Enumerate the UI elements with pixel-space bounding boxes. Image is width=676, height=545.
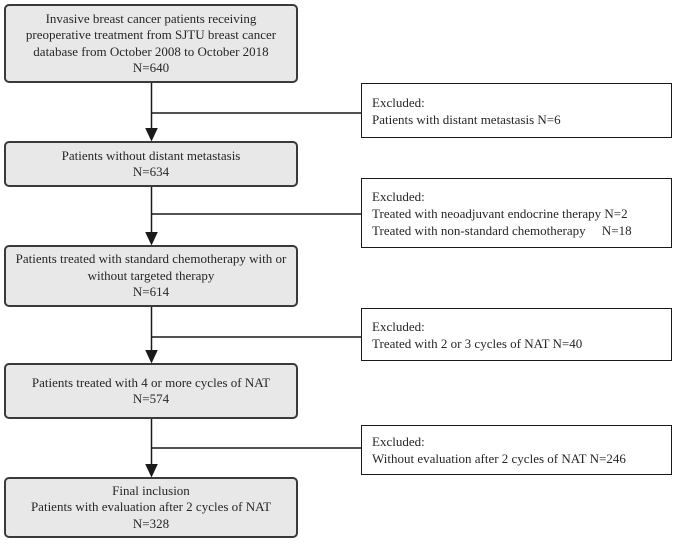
flow-box-standard-chemotherapy: Patients treated with standard chemother… bbox=[4, 245, 298, 307]
flow-box-four-or-more-cycles: Patients treated with 4 or more cycles o… bbox=[4, 363, 298, 419]
box-text: Patients treated with 4 or more cycles o… bbox=[31, 374, 271, 407]
flow-box-source-population: Invasive breast cancer patients receivin… bbox=[4, 4, 298, 83]
box-text: Invasive breast cancer patients receivin… bbox=[25, 10, 277, 76]
excluded-box-no-evaluation: Excluded: Without evaluation after 2 cyc… bbox=[361, 425, 672, 475]
arrow-down-icon bbox=[145, 128, 158, 142]
box-text: Final inclusion Patients with evaluation… bbox=[30, 482, 272, 531]
flow-box-final-inclusion: Final inclusion Patients with evaluation… bbox=[4, 477, 298, 538]
box-text: Excluded: Without evaluation after 2 cyc… bbox=[372, 434, 626, 466]
box-text: Patients without distant metastasis N=63… bbox=[61, 147, 241, 180]
arrow-down-icon bbox=[145, 232, 158, 246]
box-text: Excluded: Patients with distant metastas… bbox=[372, 94, 561, 127]
excluded-box-2-3-cycles: Excluded: Treated with 2 or 3 cycles of … bbox=[361, 308, 672, 361]
box-text: Excluded: Treated with neoadjuvant endoc… bbox=[372, 188, 632, 238]
excluded-box-distant-metastasis: Excluded: Patients with distant metastas… bbox=[361, 83, 672, 138]
excluded-box-nonstandard-therapy: Excluded: Treated with neoadjuvant endoc… bbox=[361, 178, 672, 248]
box-text: Patients treated with standard chemother… bbox=[15, 251, 287, 300]
box-text: Excluded: Treated with 2 or 3 cycles of … bbox=[372, 318, 583, 351]
flow-box-without-distant-metastasis: Patients without distant metastasis N=63… bbox=[4, 141, 298, 187]
arrow-down-icon bbox=[145, 464, 158, 478]
arrow-down-icon bbox=[145, 350, 158, 364]
